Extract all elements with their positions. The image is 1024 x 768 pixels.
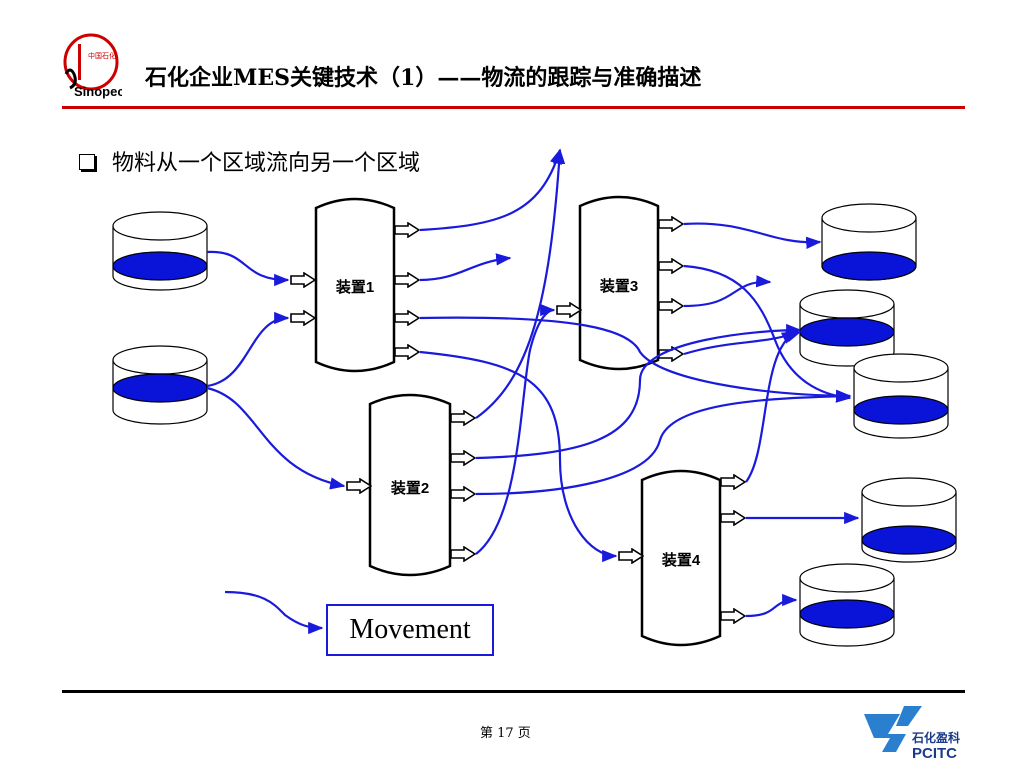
tank-left-bottom	[112, 345, 208, 425]
sinopec-logo: 中国石化 Sinopec	[60, 30, 125, 100]
unit-2-column: 装置2	[368, 393, 452, 577]
page-title: 石化企业MES关键技术（1）——物流的跟踪与准确描述	[145, 65, 702, 91]
flow-arrows	[206, 148, 860, 635]
logo-chinese-text: 中国石化	[88, 51, 116, 60]
tank-left-top	[112, 211, 208, 291]
unit-1-label: 装置1	[335, 278, 374, 296]
footer-divider	[62, 690, 965, 693]
tank-right-5	[799, 563, 895, 647]
bullet-text: 物料从一个区域流向另一个区域	[112, 151, 421, 176]
tank-right-1	[821, 203, 917, 281]
checkbox-bullet-icon	[79, 154, 95, 170]
unit-3-column: 装置3	[578, 195, 660, 371]
logo-wordmark: Sinopec	[74, 84, 122, 99]
tank-right-4	[861, 477, 957, 563]
pcitc-logo: 石化盈科 PCITC	[860, 700, 970, 762]
page-number: 第 17 页	[480, 726, 531, 741]
pcitc-wordmark: PCITC	[912, 745, 957, 762]
movement-legend-label: Movement	[326, 604, 494, 656]
unit-2-label: 装置2	[390, 479, 429, 497]
tank-right-2	[799, 289, 895, 367]
unit-4-column: 装置4	[640, 469, 722, 647]
unit-1-column: 装置1	[314, 197, 396, 373]
tank-right-3	[853, 353, 949, 439]
unit-4-label: 装置4	[661, 551, 701, 569]
unit-3-label: 装置3	[599, 277, 638, 295]
title-divider	[62, 106, 965, 109]
pcitc-chinese-text: 石化盈科	[911, 730, 960, 745]
